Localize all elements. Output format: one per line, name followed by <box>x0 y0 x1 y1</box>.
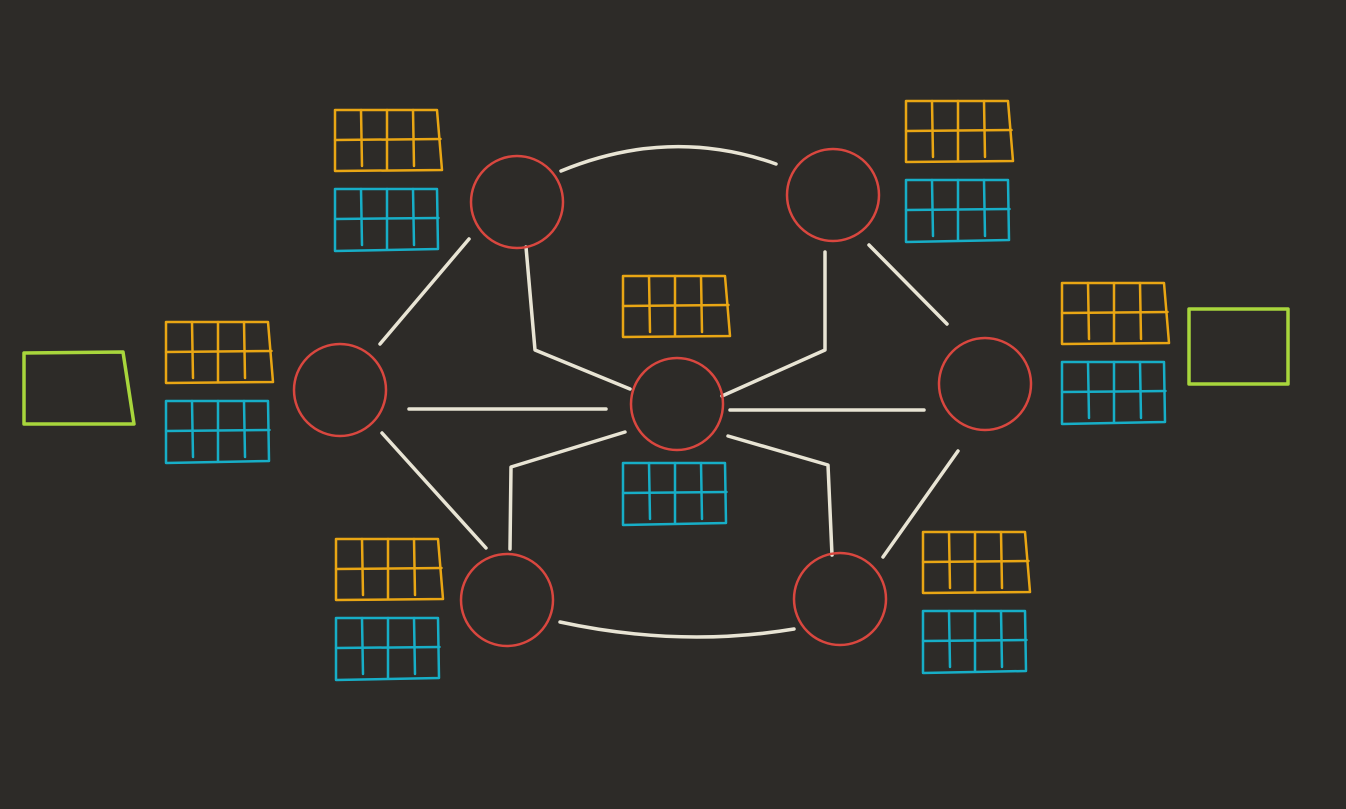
frame-right[interactable] <box>1187 307 1290 386</box>
table-cyan-bottom-right <box>921 609 1028 675</box>
node-top-right[interactable] <box>785 147 881 243</box>
edge-left-to-bottom-left <box>380 431 488 550</box>
table-orange-right <box>1060 281 1171 346</box>
table-cyan-top-right <box>904 178 1011 244</box>
node-bottom-left[interactable] <box>459 552 555 648</box>
table-orange-center <box>621 274 732 339</box>
edge-left-to-top-left <box>378 237 471 346</box>
table-orange-top-right <box>904 99 1015 164</box>
node-right[interactable] <box>937 336 1033 432</box>
edge-bottom-right-to-center <box>726 434 834 557</box>
edge-bottom-left-to-center <box>508 430 627 551</box>
table-orange-bottom-right <box>921 530 1032 595</box>
node-left[interactable] <box>292 342 388 438</box>
node-top-left[interactable] <box>469 154 565 250</box>
edge-top-right-to-center <box>720 250 827 398</box>
table-cyan-left <box>164 399 271 465</box>
table-orange-left <box>164 320 275 385</box>
table-cyan-bottom-left <box>334 616 441 682</box>
edge-bottom-left-to-bottom-right <box>558 620 796 639</box>
table-cyan-top-left <box>333 187 440 253</box>
edge-top-left-to-top-right <box>559 144 778 173</box>
frames-layer <box>22 307 1290 426</box>
table-orange-bottom-left <box>334 537 445 602</box>
node-center[interactable] <box>629 356 725 452</box>
frame-left[interactable] <box>22 350 136 426</box>
edges-layer <box>378 144 960 639</box>
table-cyan-center <box>621 461 728 527</box>
edge-right-to-bottom-right <box>881 449 960 559</box>
table-cyan-right <box>1060 360 1167 426</box>
nodes-layer <box>292 147 1033 648</box>
edge-right-to-top-right <box>867 243 949 326</box>
table-orange-top-left <box>333 108 444 173</box>
edge-top-left-to-center <box>524 245 632 391</box>
node-bottom-right[interactable] <box>792 551 888 647</box>
tables-layer <box>164 99 1171 682</box>
